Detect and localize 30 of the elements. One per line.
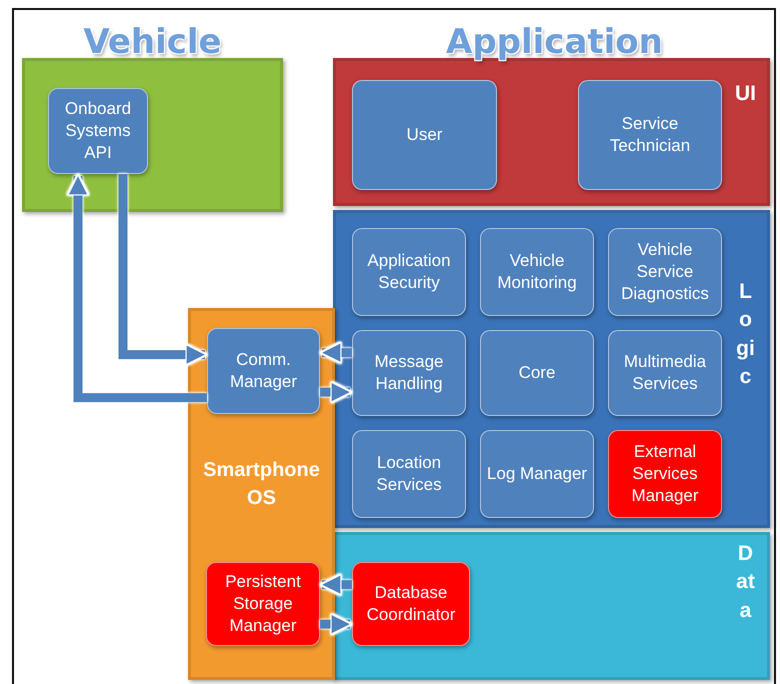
component-box: Message Handling — [352, 330, 466, 416]
block-arrow — [118, 174, 208, 367]
block-arrow — [320, 612, 354, 636]
layer-label: UI — [735, 81, 756, 107]
component-box: Log Manager — [480, 430, 594, 518]
component-box: Database Coordinator — [352, 562, 470, 646]
component-box: Comm. Manager — [207, 328, 320, 414]
component-box: Application Security — [352, 228, 466, 316]
layer-panel — [188, 308, 335, 680]
component-box: Persistent Storage Manager — [206, 562, 320, 646]
layer-panel — [333, 210, 770, 528]
component-box: Vehicle Service Diagnostics — [608, 228, 722, 316]
component-box: External Services Manager — [608, 430, 722, 518]
component-box: Onboard Systems API — [48, 88, 148, 174]
component-box: Service Technician — [578, 80, 722, 190]
block-arrow — [320, 380, 354, 404]
section-heading: Vehicle — [82, 22, 223, 62]
component-box: Multimedia Services — [608, 330, 722, 416]
component-box: Core — [480, 330, 594, 416]
component-box: User — [352, 80, 497, 190]
section-heading: Application — [446, 22, 663, 62]
component-box: Vehicle Monitoring — [480, 228, 594, 316]
block-arrow — [66, 172, 207, 402]
layer-panel — [333, 532, 770, 680]
block-arrow — [318, 340, 352, 365]
layer-label: Data — [735, 541, 756, 624]
layer-label: Smartphone OS — [202, 458, 321, 511]
component-box: Location Services — [352, 430, 466, 518]
block-arrow — [318, 572, 352, 597]
layer-label: Logic — [735, 279, 756, 390]
